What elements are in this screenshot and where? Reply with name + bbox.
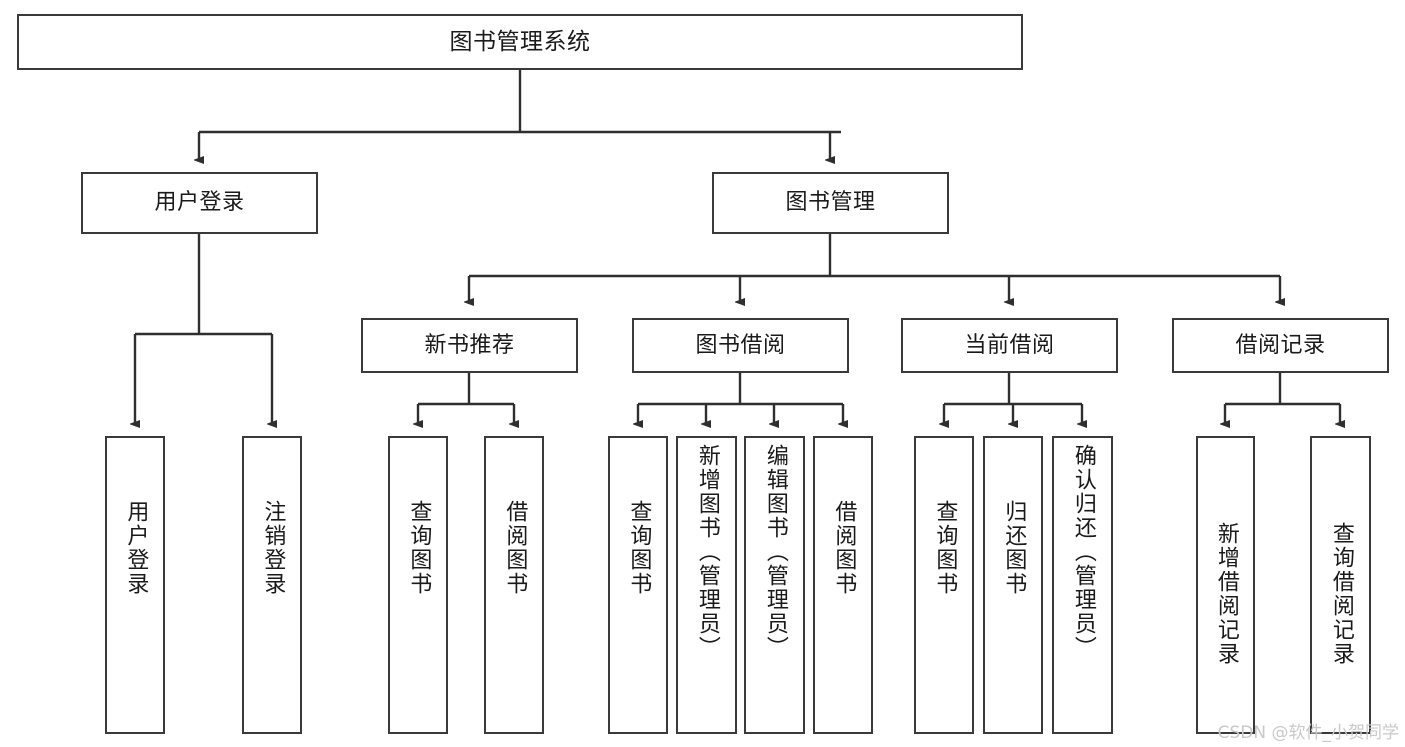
node-label: 图书管理	[785, 190, 876, 216]
leaf-book-borrow-query[interactable]: 查询图书	[608, 436, 668, 734]
leaf-current-borrow-query[interactable]: 查询图书	[914, 436, 974, 734]
node-label: 用户登录	[154, 190, 245, 216]
leaf-user-login-signin[interactable]: 用户登录	[105, 436, 165, 734]
leaf-book-borrow-edit[interactable]: 编辑图书（管理员）	[744, 436, 805, 734]
node-label: 借阅图书	[502, 500, 528, 596]
leaf-book-borrow-add[interactable]: 新增图书（管理员）	[676, 436, 737, 734]
node-label: 查询图书	[406, 500, 432, 596]
leaf-user-login-signout[interactable]: 注销登录	[242, 436, 302, 734]
node-book-management[interactable]: 图书管理	[712, 172, 949, 234]
leaf-borrow-record-add[interactable]: 新增借阅记录	[1196, 436, 1255, 734]
node-label: 新增借阅记录	[1213, 522, 1239, 666]
node-user-login[interactable]: 用户登录	[81, 172, 318, 234]
node-label: 新增图书（管理员）	[694, 444, 720, 660]
node-label: 图书管理系统	[449, 28, 591, 55]
node-label: 查询图书	[626, 500, 652, 596]
leaf-book-borrow-borrow[interactable]: 借阅图书	[813, 436, 873, 734]
leaf-borrow-record-query[interactable]: 查询借阅记录	[1310, 436, 1371, 734]
node-label: 归还图书	[1001, 500, 1027, 596]
leaf-new-book-query[interactable]: 查询图书	[388, 436, 448, 734]
node-label: 新书推荐	[424, 332, 515, 358]
node-label: 借阅记录	[1235, 332, 1326, 358]
leaf-new-book-borrow[interactable]: 借阅图书	[484, 436, 544, 734]
node-root-library-system[interactable]: 图书管理系统	[17, 14, 1023, 70]
node-label: 图书借阅	[695, 332, 786, 358]
node-label: 当前借阅	[964, 332, 1055, 358]
leaf-current-borrow-confirm-return[interactable]: 确认归还（管理员）	[1052, 436, 1113, 734]
node-label: 编辑图书（管理员）	[762, 444, 788, 660]
node-new-book-recommend[interactable]: 新书推荐	[361, 318, 578, 373]
node-label: 查询图书	[932, 500, 958, 596]
csdn-watermark: CSDN @软件_小贺同学	[1217, 723, 1399, 743]
node-borrow-record[interactable]: 借阅记录	[1172, 318, 1389, 373]
node-current-borrow[interactable]: 当前借阅	[901, 318, 1118, 373]
leaf-current-borrow-return[interactable]: 归还图书	[983, 436, 1043, 734]
node-label: 查询借阅记录	[1328, 522, 1354, 666]
node-label: 注销登录	[260, 500, 286, 596]
node-label: 用户登录	[123, 500, 149, 596]
node-book-borrow[interactable]: 图书借阅	[632, 318, 849, 373]
node-label: 确认归还（管理员）	[1070, 444, 1096, 660]
node-label: 借阅图书	[831, 500, 857, 596]
